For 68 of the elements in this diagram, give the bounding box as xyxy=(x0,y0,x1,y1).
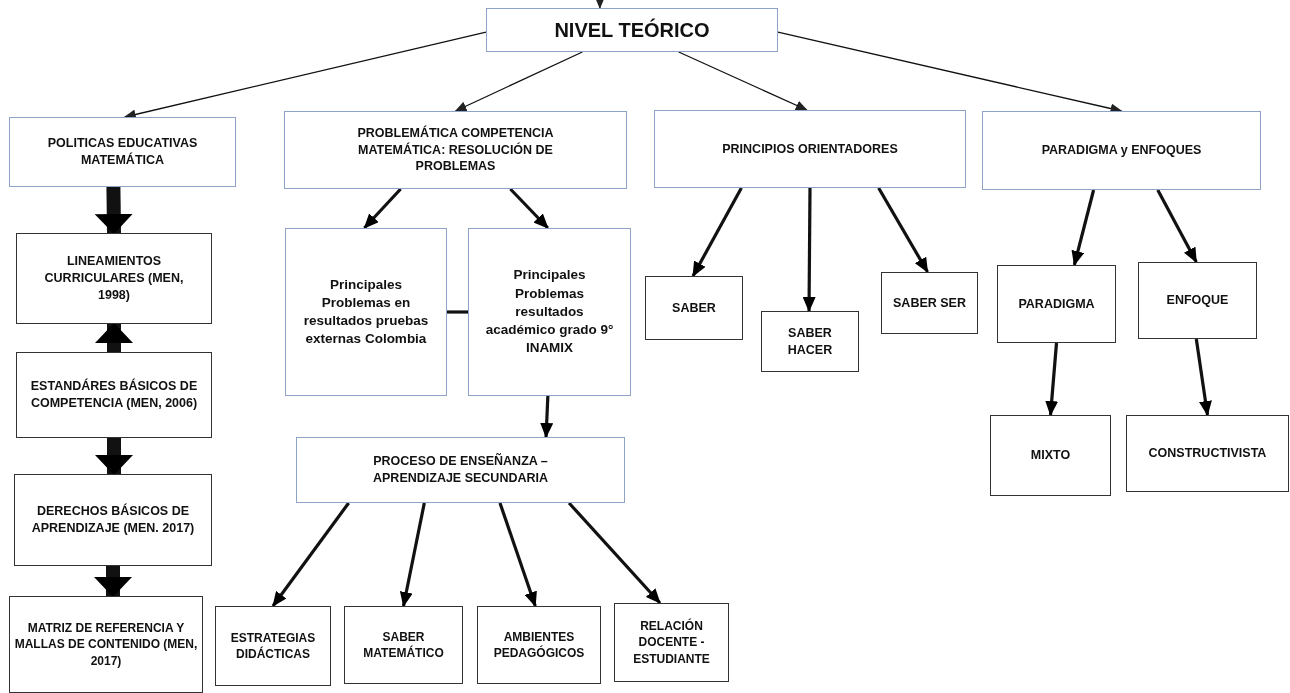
connector-line xyxy=(447,310,468,314)
concept-box xyxy=(285,228,447,396)
concept-box xyxy=(468,228,631,396)
box-label: AMBIENTES PEDAGÓGICOS xyxy=(492,628,586,662)
box-label: LINEAMIENTOS CURRICULARES (MEN, 1998) xyxy=(43,253,185,304)
box-label: DERECHOS BÁSICOS DE APRENDIZAJE (MEN. 2017) xyxy=(30,503,196,537)
box-label: Principales Problemas en resultados pruebas externas Colombia xyxy=(302,275,430,349)
concept-box xyxy=(645,276,743,340)
box-label: ENFOQUE xyxy=(1166,292,1229,309)
arrow xyxy=(1045,342,1059,416)
arrow xyxy=(94,186,133,234)
concept-box xyxy=(215,606,331,686)
concept-box xyxy=(16,233,212,324)
concept-box xyxy=(344,606,463,684)
box-label: NIVEL TEÓRICO xyxy=(554,17,710,43)
arrow xyxy=(509,187,550,230)
concept-box xyxy=(654,110,966,188)
box-label: SABER HACER xyxy=(786,324,834,359)
box-label: SABER xyxy=(672,299,716,317)
arrow xyxy=(1071,189,1096,266)
concept-box xyxy=(284,111,627,189)
concept-box xyxy=(486,8,778,52)
arrow xyxy=(399,502,426,607)
concept-box xyxy=(997,265,1116,343)
concept-box xyxy=(982,111,1261,190)
box-label: PARADIGMA xyxy=(1018,295,1095,313)
concept-box xyxy=(990,415,1111,496)
arrow xyxy=(1194,338,1212,416)
arrow xyxy=(95,323,133,352)
concept-box xyxy=(761,311,859,372)
arrow xyxy=(498,502,537,607)
box-label: PARADIGMA y ENFOQUES xyxy=(1041,142,1202,159)
arrow xyxy=(363,187,402,230)
concept-box xyxy=(9,596,203,693)
box-label: SABER MATEMÁTICO xyxy=(362,628,445,662)
box-label: RELACIÓN DOCENTE - ESTUDIANTE xyxy=(632,618,711,667)
arrow xyxy=(1156,189,1198,263)
concept-box xyxy=(16,352,212,438)
box-label: POLITICAS EDUCATIVAS MATEMÁTICA xyxy=(46,135,199,169)
concept-box xyxy=(1126,415,1289,492)
arrow xyxy=(94,566,132,597)
arrow xyxy=(678,51,808,111)
arrow xyxy=(594,0,605,9)
box-label: PRINCIPIOS ORIENTADORES xyxy=(722,140,898,158)
concept-box xyxy=(14,474,212,566)
box-label: CONSTRUCTIVISTA xyxy=(1148,445,1267,462)
arrow xyxy=(567,501,662,605)
arrow xyxy=(877,187,929,273)
arrow xyxy=(454,51,583,112)
box-label: Principales Problemas resultados académico grado 9° INAMIX xyxy=(484,266,615,358)
arrow xyxy=(95,438,133,475)
concept-box xyxy=(1138,262,1257,339)
box-label: PROCESO DE ENSEÑANZA – APRENDIZAJE SECUNDARIA xyxy=(372,453,549,487)
concept-box xyxy=(477,606,601,684)
concept-box xyxy=(296,437,625,503)
box-label: ESTANDÁRES BÁSICOS DE COMPETENCIA (MEN, 2006) xyxy=(29,378,199,412)
box-label: SABER SER xyxy=(893,294,966,312)
concept-box xyxy=(881,272,978,334)
box-label: ESTRATEGIAS DIDÁCTICAS xyxy=(229,629,317,663)
box-label: PROBLEMÁTICA COMPETENCIA MATEMÁTICA: RESOLUCIÓN DE PROBLEMAS xyxy=(356,124,555,176)
box-label: MATRIZ DE REFERENCIA Y MALLAS DE CONTENIDO (MEN, 2017) xyxy=(14,620,198,669)
arrow xyxy=(691,187,743,277)
arrow xyxy=(271,502,350,607)
arrow xyxy=(802,188,816,312)
concept-box xyxy=(614,603,729,682)
arrow xyxy=(540,395,554,438)
concept-box xyxy=(9,117,236,187)
box-label: MIXTO xyxy=(1030,447,1071,464)
